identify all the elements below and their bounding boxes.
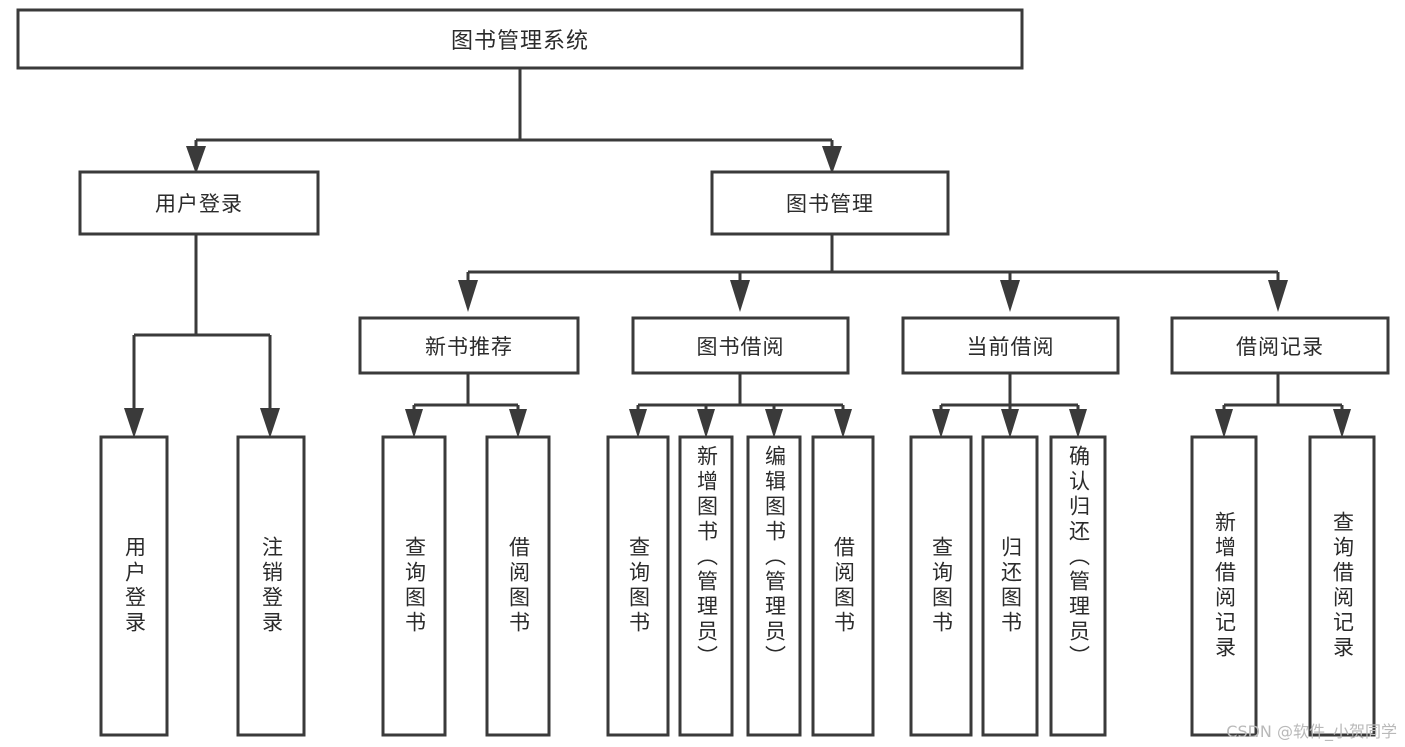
arrow-to-leaf-logout (260, 408, 280, 438)
node-current-borrow[interactable] (901, 316, 1120, 375)
arrow-to-current-borrow (1000, 280, 1020, 312)
node-leaf-cb-query[interactable] (909, 435, 973, 737)
arrow-to-leaf-bb-add (697, 409, 715, 438)
node-leaf-rec-borrow[interactable] (485, 435, 551, 737)
arrow-to-leaf-br-query (1333, 409, 1351, 438)
box-layer (16, 8, 1390, 737)
arrow-to-new-book-rec (458, 280, 478, 312)
node-leaf-rec-query[interactable] (381, 435, 447, 737)
arrow-root-to-user-login (186, 146, 206, 174)
node-leaf-bb-edit[interactable] (746, 435, 802, 737)
node-new-book-rec[interactable] (358, 316, 580, 375)
arrow-to-leaf-rec-query (405, 409, 423, 438)
arrow-to-leaf-rec-borrow (509, 409, 527, 438)
node-leaf-bb-query[interactable] (606, 435, 670, 737)
arrow-to-leaf-cb-query (932, 409, 950, 438)
node-leaf-bb-add[interactable] (678, 435, 734, 737)
node-root[interactable] (16, 8, 1024, 70)
node-user-login[interactable] (78, 170, 320, 236)
node-leaf-cb-confirm[interactable] (1049, 435, 1107, 737)
node-leaf-user-login[interactable] (99, 435, 169, 737)
arrow-to-borrow-record (1268, 280, 1288, 312)
node-leaf-cb-return[interactable] (981, 435, 1039, 737)
node-leaf-br-query[interactable] (1308, 435, 1376, 737)
node-borrow-record[interactable] (1170, 316, 1390, 375)
arrow-to-leaf-cb-return (1001, 409, 1019, 438)
arrow-to-book-borrow (730, 280, 750, 312)
arrow-to-leaf-user-login (124, 408, 144, 438)
arrow-to-leaf-bb-borrow (834, 409, 852, 438)
arrow-to-leaf-cb-confirm (1069, 409, 1087, 438)
connector-layer (124, 68, 1351, 438)
node-leaf-logout[interactable] (236, 435, 306, 737)
arrow-to-leaf-bb-query (629, 409, 647, 438)
arrow-to-leaf-bb-edit (765, 409, 783, 438)
node-leaf-br-add[interactable] (1190, 435, 1258, 737)
arrow-root-to-book-manage (822, 146, 842, 174)
arrow-to-leaf-br-add (1215, 409, 1233, 438)
node-leaf-bb-borrow[interactable] (811, 435, 875, 737)
node-book-borrow[interactable] (631, 316, 850, 375)
node-book-manage[interactable] (710, 170, 950, 236)
